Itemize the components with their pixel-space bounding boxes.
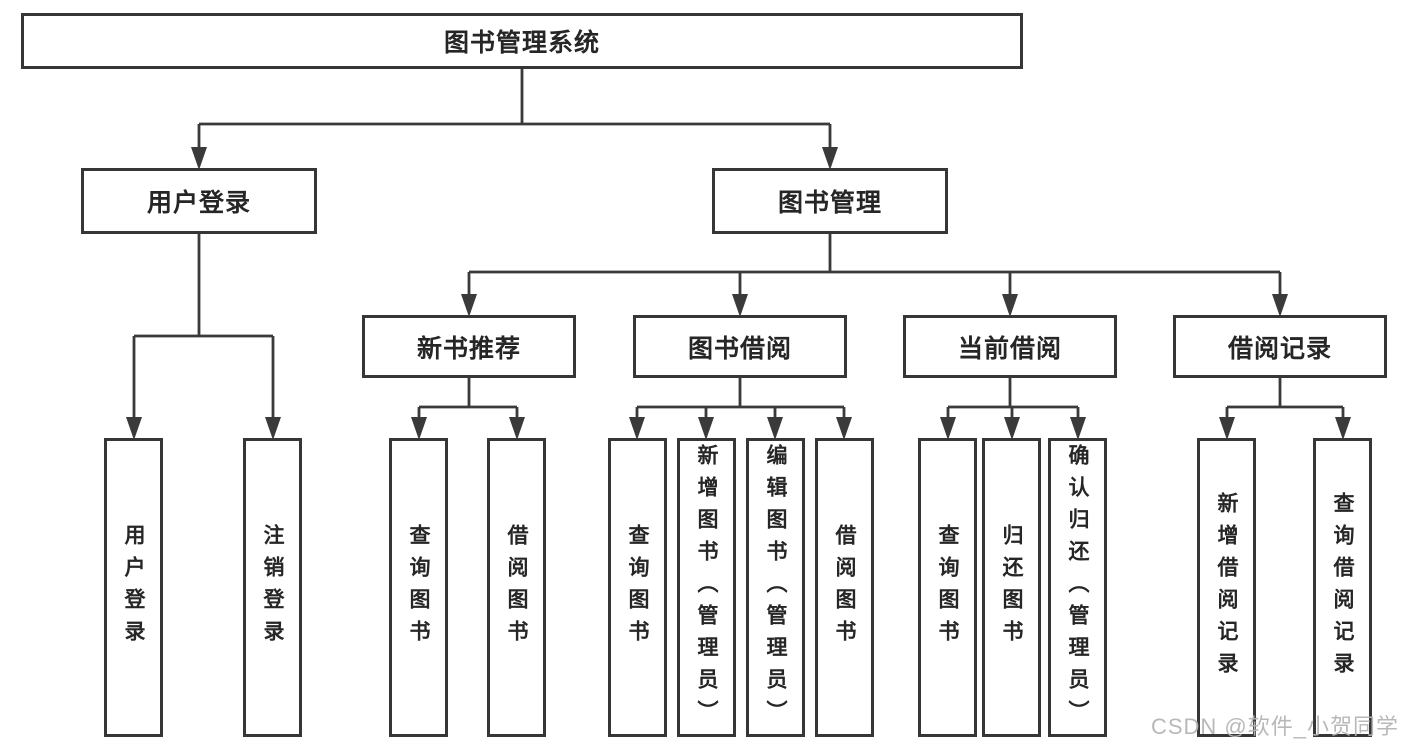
node-label: 归还图书 bbox=[1000, 523, 1023, 652]
node-user-login: 用户登录 bbox=[81, 168, 317, 234]
node-label: 新增借阅记录 bbox=[1215, 491, 1238, 684]
leaf-add-book-admin: 新增图书（管理员） bbox=[677, 438, 736, 737]
node-label: 借阅图书 bbox=[505, 523, 528, 652]
leaf-confirm-return-admin: 确认归还（管理员） bbox=[1048, 438, 1107, 737]
node-label: 图书管理 bbox=[777, 189, 882, 217]
node-label: 查询借阅记录 bbox=[1331, 491, 1354, 684]
leaf-edit-book-admin: 编辑图书（管理员） bbox=[746, 438, 805, 737]
node-label: 确认归还（管理员） bbox=[1066, 443, 1089, 732]
leaf-query-book: 查询图书 bbox=[389, 438, 448, 737]
node-borrow-records: 借阅记录 bbox=[1173, 315, 1387, 378]
node-label: 当前借阅 bbox=[957, 334, 1062, 363]
leaf-query-book: 查询图书 bbox=[918, 438, 977, 737]
node-new-book-recommend: 新书推荐 bbox=[362, 315, 576, 378]
node-label: 用户登录 bbox=[146, 189, 251, 217]
node-label: 新书推荐 bbox=[416, 334, 521, 363]
node-label: 查询图书 bbox=[936, 523, 959, 652]
node-label: 注销登录 bbox=[261, 523, 284, 652]
node-label: 图书管理系统 bbox=[443, 29, 600, 57]
leaf-logout: 注销登录 bbox=[243, 438, 302, 737]
node-label: 借阅记录 bbox=[1227, 334, 1332, 363]
node-book-management: 图书管理 bbox=[712, 168, 948, 234]
node-label: 借阅图书 bbox=[833, 523, 856, 652]
leaf-user-login: 用户登录 bbox=[104, 438, 163, 737]
leaf-borrow-book: 借阅图书 bbox=[487, 438, 546, 737]
leaf-query-book: 查询图书 bbox=[608, 438, 667, 737]
node-label: 新增图书（管理员） bbox=[695, 443, 718, 732]
node-label: 查询图书 bbox=[407, 523, 430, 652]
leaf-return-book: 归还图书 bbox=[982, 438, 1041, 737]
leaf-borrow-book: 借阅图书 bbox=[815, 438, 874, 737]
node-current-borrowing: 当前借阅 bbox=[903, 315, 1117, 378]
watermark-text: CSDN @软件_小贺同学 bbox=[1150, 714, 1399, 739]
node-book-borrowing: 图书借阅 bbox=[633, 315, 847, 378]
node-library-system: 图书管理系统 bbox=[21, 13, 1023, 69]
leaf-add-borrow-record: 新增借阅记录 bbox=[1197, 438, 1256, 737]
node-label: 编辑图书（管理员） bbox=[764, 443, 787, 732]
arrowhead-icons bbox=[126, 147, 1351, 440]
node-label: 图书借阅 bbox=[687, 334, 792, 363]
leaf-query-borrow-record: 查询借阅记录 bbox=[1313, 438, 1372, 737]
node-label: 查询图书 bbox=[626, 523, 649, 652]
node-label: 用户登录 bbox=[122, 523, 145, 652]
